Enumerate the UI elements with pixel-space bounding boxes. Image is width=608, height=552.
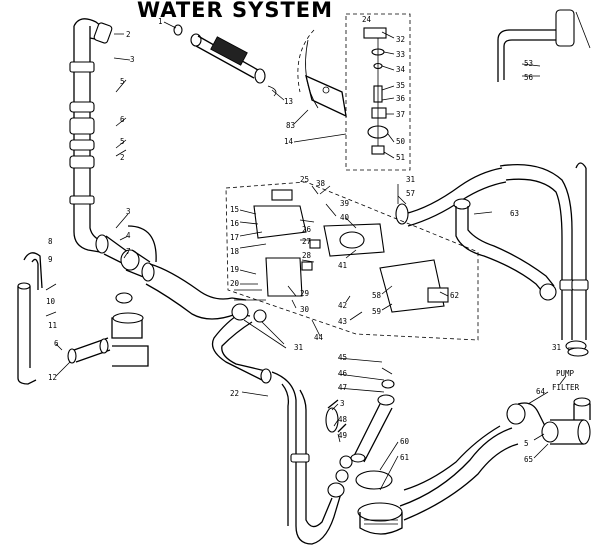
callout-33: 33 <box>396 50 405 59</box>
callout-40: 40 <box>340 213 350 222</box>
hose-63 <box>453 198 557 301</box>
callout-50: 50 <box>396 137 406 146</box>
callout-labels: 1 2 3 5 6 5 2 3 4 7 8 9 10 11 6 12 13 83… <box>46 15 580 464</box>
right-drain-hose <box>499 162 589 357</box>
callout-61: 61 <box>400 453 409 462</box>
left-fill-hose <box>69 18 113 253</box>
callout-16: 16 <box>230 219 240 228</box>
callout-pump: PUMP <box>556 369 575 378</box>
connector-hose-4-7 <box>95 225 157 282</box>
callout-filter: FILTER <box>552 383 580 392</box>
callout-65: 65 <box>524 455 533 464</box>
callout-30: 30 <box>300 305 310 314</box>
callout-49: 49 <box>338 431 347 440</box>
callout-45: 45 <box>338 353 347 362</box>
callout-14: 14 <box>284 137 294 146</box>
callout-42: 42 <box>338 301 347 310</box>
air-gap-assembly <box>345 13 411 171</box>
callout-8: 8 <box>48 237 53 246</box>
callout-53: 53 <box>524 59 533 68</box>
callout-22: 22 <box>230 389 239 398</box>
callout-1: 1 <box>158 17 163 26</box>
callout-6: 6 <box>120 115 125 124</box>
callout-51: 51 <box>396 153 405 162</box>
callout-11: 11 <box>48 321 57 330</box>
callout-5: 5 <box>120 77 125 86</box>
callout-60: 60 <box>400 437 410 446</box>
callout-5: 5 <box>524 439 529 448</box>
sump-assembly <box>355 425 519 535</box>
callout-12: 12 <box>48 373 57 382</box>
diagram-title: WATER SYSTEM <box>137 0 334 22</box>
callout-62: 62 <box>450 291 459 300</box>
callout-58: 58 <box>372 291 382 300</box>
callout-44: 44 <box>314 333 324 342</box>
callout-83: 83 <box>286 121 295 130</box>
callout-31: 31 <box>294 343 303 352</box>
callout-5: 5 <box>120 137 125 146</box>
callout-26: 26 <box>302 225 312 234</box>
leader-lines <box>45 21 578 491</box>
callout-2: 2 <box>126 30 131 39</box>
callout-18: 18 <box>230 247 240 256</box>
callout-46: 46 <box>338 369 348 378</box>
valve-assembly <box>225 181 479 341</box>
fill-hose-53 <box>497 9 591 82</box>
callout-3: 3 <box>130 55 135 64</box>
callout-2: 2 <box>120 153 125 162</box>
callout-25: 25 <box>300 175 309 184</box>
left-side-hoses <box>17 252 149 385</box>
callout-13: 13 <box>284 97 293 106</box>
callout-34: 34 <box>396 65 406 74</box>
callout-31: 31 <box>406 175 415 184</box>
callout-41: 41 <box>338 261 347 270</box>
callout-43: 43 <box>338 317 347 326</box>
callout-27: 27 <box>302 237 311 246</box>
callout-10: 10 <box>46 297 56 306</box>
inlet-valve-bracket <box>297 29 347 118</box>
callout-29: 29 <box>300 289 309 298</box>
callout-17: 17 <box>230 233 239 242</box>
callout-20: 20 <box>230 279 240 288</box>
fitting-47 <box>350 367 395 463</box>
callout-28: 28 <box>302 251 312 260</box>
callout-6: 6 <box>54 339 59 348</box>
callout-63: 63 <box>510 209 519 218</box>
callout-57: 57 <box>406 189 415 198</box>
callout-32: 32 <box>396 35 405 44</box>
callout-3: 3 <box>340 399 345 408</box>
callout-56: 56 <box>524 73 534 82</box>
pump-filter-assembly <box>506 397 591 445</box>
inlet-hose-1 <box>173 24 277 97</box>
callout-31: 31 <box>552 343 561 352</box>
callout-48: 48 <box>338 415 348 424</box>
callout-64: 64 <box>536 387 546 396</box>
callout-35: 35 <box>396 81 405 90</box>
drain-hose <box>271 371 353 545</box>
callout-3: 3 <box>126 207 131 216</box>
callout-47: 47 <box>338 383 347 392</box>
callout-19: 19 <box>230 265 239 274</box>
callout-24: 24 <box>362 15 372 24</box>
callout-4: 4 <box>126 231 131 240</box>
callout-59: 59 <box>372 307 381 316</box>
callout-37: 37 <box>396 110 405 119</box>
callout-39: 39 <box>340 199 349 208</box>
hose-22 <box>211 311 272 384</box>
callout-9: 9 <box>48 255 53 264</box>
callout-7: 7 <box>126 247 131 256</box>
callout-38: 38 <box>316 179 326 188</box>
callout-15: 15 <box>230 205 239 214</box>
callout-36: 36 <box>396 94 406 103</box>
